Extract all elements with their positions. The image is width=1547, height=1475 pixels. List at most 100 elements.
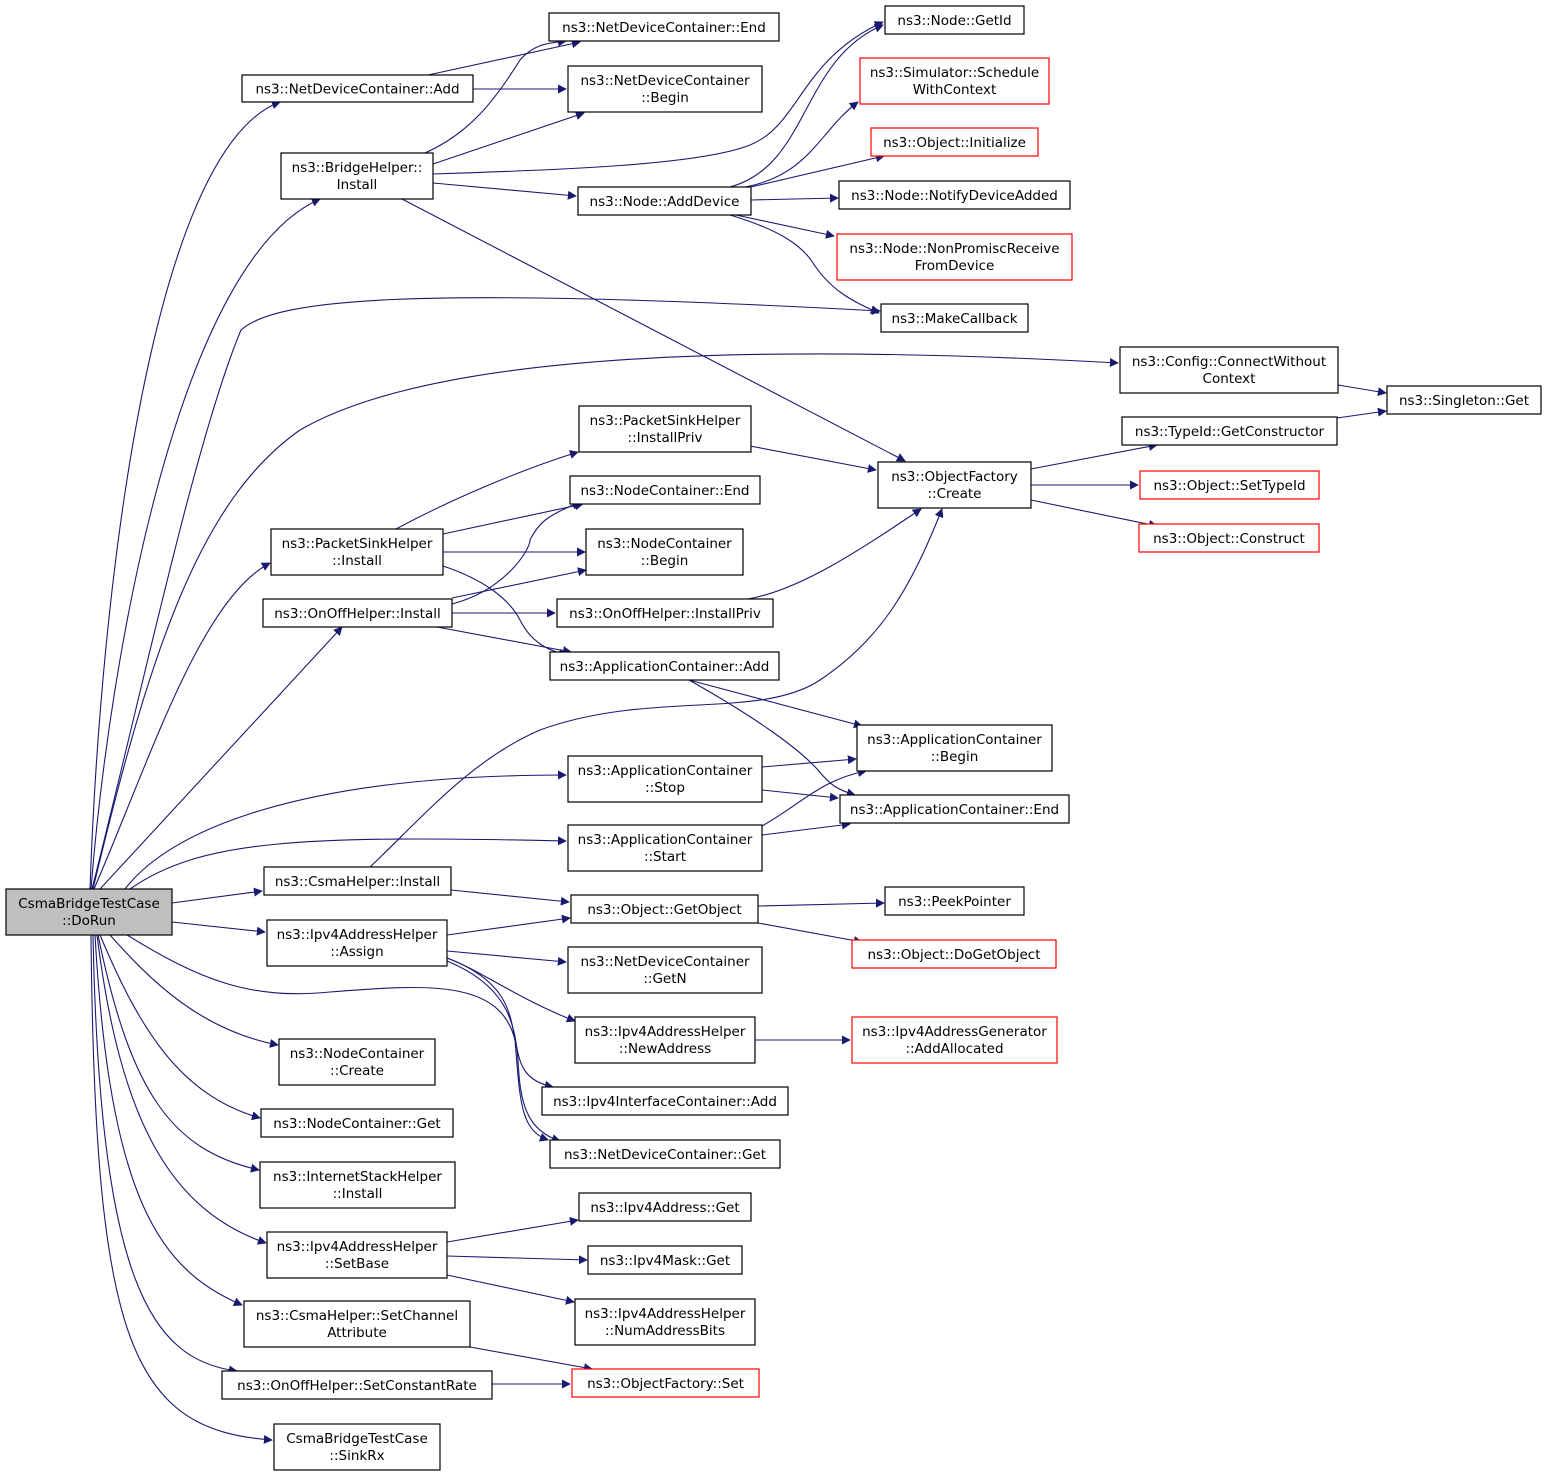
node-onoff-installpriv[interactable]: ns3::OnOffHelper::InstallPriv bbox=[556, 598, 774, 628]
node-psh-installpriv[interactable]: ns3::PacketSinkHelper::InstallPriv bbox=[578, 405, 752, 453]
node-ipv4mask-get[interactable]: ns3::Ipv4Mask::Get bbox=[587, 1245, 743, 1275]
call-edge bbox=[1336, 407, 1387, 419]
call-edge bbox=[369, 508, 944, 868]
node-label: ::SetBase bbox=[325, 1256, 389, 1272]
node-obj-getobject[interactable]: ns3::Object::GetObject bbox=[570, 894, 759, 924]
node-label: ns3::Ipv4Mask::Get bbox=[600, 1253, 730, 1269]
call-edge bbox=[747, 508, 922, 600]
node-label: ns3::NodeContainer bbox=[290, 1046, 425, 1062]
node-box bbox=[549, 651, 780, 681]
node-nc-end[interactable]: ns3::NodeContainer::End bbox=[569, 475, 761, 505]
node-nc-get[interactable]: ns3::NodeContainer::Get bbox=[260, 1108, 454, 1138]
node-nc-begin[interactable]: ns3::NodeContainer::Begin bbox=[585, 528, 744, 576]
node-sinkrx[interactable]: CsmaBridgeTestCase::SinkRx bbox=[273, 1423, 441, 1471]
node-onoff-install[interactable]: ns3::OnOffHelper::Install bbox=[262, 598, 453, 628]
node-box bbox=[1121, 416, 1338, 446]
node-box bbox=[839, 794, 1070, 824]
node-ndc-begin[interactable]: ns3::NetDeviceContainer::Begin bbox=[567, 65, 763, 113]
node-onoff-setrate[interactable]: ns3::OnOffHelper::SetConstantRate bbox=[221, 1370, 493, 1400]
node-appc-add[interactable]: ns3::ApplicationContainer::Add bbox=[549, 651, 780, 681]
node-box bbox=[851, 939, 1057, 969]
node-singleton-get[interactable]: ns3::Singleton::Get bbox=[1386, 385, 1542, 415]
node-appc-stop[interactable]: ns3::ApplicationContainer::Stop bbox=[567, 755, 763, 803]
node-bridge-install[interactable]: ns3::BridgeHelper::Install bbox=[280, 152, 434, 200]
node-label: ns3::Ipv4Address::Get bbox=[590, 1200, 739, 1216]
node-box bbox=[263, 866, 452, 896]
node-psh-install[interactable]: ns3::PacketSinkHelper::Install bbox=[270, 528, 444, 576]
node-box bbox=[278, 1038, 436, 1086]
node-iic-add[interactable]: ns3::Ipv4InterfaceContainer::Add bbox=[541, 1086, 789, 1116]
node-label: ns3::Ipv4AddressHelper bbox=[585, 1306, 746, 1322]
call-edge bbox=[89, 100, 281, 890]
node-label: ::Begin bbox=[641, 90, 689, 106]
call-edge bbox=[761, 755, 857, 768]
node-label: ns3::CsmaHelper::SetChannel bbox=[256, 1308, 458, 1324]
node-ipv4-assign[interactable]: ns3::Ipv4AddressHelper::Assign bbox=[266, 919, 448, 967]
call-edge bbox=[469, 1346, 593, 1372]
call-edge bbox=[451, 501, 581, 605]
node-label: ::NewAddress bbox=[619, 1041, 711, 1057]
node-nc-create[interactable]: ns3::NodeContainer::Create bbox=[278, 1038, 436, 1086]
node-box bbox=[880, 303, 1029, 333]
node-label: ::InstallPriv bbox=[628, 430, 703, 446]
node-obj-initialize[interactable]: ns3::Object::Initialize bbox=[870, 127, 1039, 157]
node-ish-install[interactable]: ns3::InternetStackHelper::Install bbox=[259, 1161, 456, 1209]
node-box bbox=[5, 888, 173, 936]
call-edge bbox=[92, 353, 1119, 890]
node-obj-settypeid[interactable]: ns3::Object::SetTypeId bbox=[1139, 470, 1320, 500]
node-label: ns3::Config::ConnectWithout bbox=[1132, 354, 1326, 370]
node-box bbox=[578, 405, 752, 453]
node-label: ::Start bbox=[644, 849, 686, 865]
node-ipv4addr-get[interactable]: ns3::Ipv4Address::Get bbox=[578, 1192, 752, 1222]
node-node-adddevice[interactable]: ns3::Node::AddDevice bbox=[577, 186, 752, 216]
call-edge bbox=[432, 21, 884, 175]
node-label: ns3::OnOffHelper::InstallPriv bbox=[569, 606, 761, 622]
call-edge bbox=[451, 567, 587, 599]
node-label: Install bbox=[337, 177, 378, 193]
node-of-create[interactable]: ns3::ObjectFactory::Create bbox=[877, 461, 1032, 509]
node-appc-end[interactable]: ns3::ApplicationContainer::End bbox=[839, 794, 1070, 824]
node-label: ::DoRun bbox=[62, 913, 116, 929]
node-label: ns3::ApplicationContainer bbox=[578, 832, 753, 848]
node-ipv4-setbase[interactable]: ns3::Ipv4AddressHelper::SetBase bbox=[266, 1231, 448, 1279]
node-label: ::SinkRx bbox=[329, 1448, 384, 1464]
node-ndc-get[interactable]: ns3::NetDeviceContainer::Get bbox=[549, 1139, 781, 1169]
node-box bbox=[577, 186, 752, 216]
node-label: ns3::NodeContainer::End bbox=[581, 483, 750, 499]
call-edge bbox=[744, 101, 859, 188]
node-ndc-add[interactable]: ns3::NetDeviceContainer::Add bbox=[241, 74, 474, 103]
node-node-getid[interactable]: ns3::Node::GetId bbox=[884, 5, 1025, 35]
node-appc-begin[interactable]: ns3::ApplicationContainer::Begin bbox=[856, 724, 1053, 772]
node-obj-construct[interactable]: ns3::Object::Construct bbox=[1138, 523, 1320, 553]
node-label: ns3::BridgeHelper:: bbox=[292, 160, 423, 176]
node-label: Attribute bbox=[327, 1325, 387, 1341]
node-dorun[interactable]: CsmaBridgeTestCase::DoRun bbox=[5, 888, 173, 936]
node-ipv4-newaddr[interactable]: ns3::Ipv4AddressHelper::NewAddress bbox=[574, 1016, 756, 1064]
node-ndc-getn[interactable]: ns3::NetDeviceContainer::GetN bbox=[567, 946, 763, 994]
node-appc-start[interactable]: ns3::ApplicationContainer::Start bbox=[567, 824, 763, 872]
node-label: ns3::ApplicationContainer::End bbox=[850, 802, 1059, 818]
node-of-set[interactable]: ns3::ObjectFactory::Set bbox=[571, 1368, 760, 1398]
node-ipv4-numbits[interactable]: ns3::Ipv4AddressHelper::NumAddressBits bbox=[574, 1298, 756, 1346]
node-ndc-end[interactable]: ns3::NetDeviceContainer::End bbox=[548, 12, 780, 42]
node-label: ns3::MakeCallback bbox=[891, 311, 1017, 327]
node-box bbox=[569, 475, 761, 505]
call-edge bbox=[109, 934, 279, 1048]
node-label: ns3::Object::Initialize bbox=[883, 135, 1026, 151]
node-node-notify[interactable]: ns3::Node::NotifyDeviceAdded bbox=[838, 180, 1071, 210]
node-label: ns3::Object::SetTypeId bbox=[1153, 478, 1305, 494]
node-typeid-getctor[interactable]: ns3::TypeId::GetConstructor bbox=[1121, 416, 1338, 446]
node-peekpointer[interactable]: ns3::PeekPointer bbox=[884, 886, 1025, 916]
node-obj-dogetobject[interactable]: ns3::Object::DoGetObject bbox=[851, 939, 1057, 969]
node-makecallback[interactable]: ns3::MakeCallback bbox=[880, 303, 1029, 333]
call-edge bbox=[446, 950, 567, 966]
call-edge bbox=[432, 111, 585, 165]
node-ipv4gen-addalloc[interactable]: ns3::Ipv4AddressGenerator::AddAllocated bbox=[851, 1016, 1058, 1064]
call-edge bbox=[90, 934, 273, 1444]
call-edge bbox=[171, 921, 266, 936]
node-csma-install[interactable]: ns3::CsmaHelper::Install bbox=[263, 866, 452, 896]
